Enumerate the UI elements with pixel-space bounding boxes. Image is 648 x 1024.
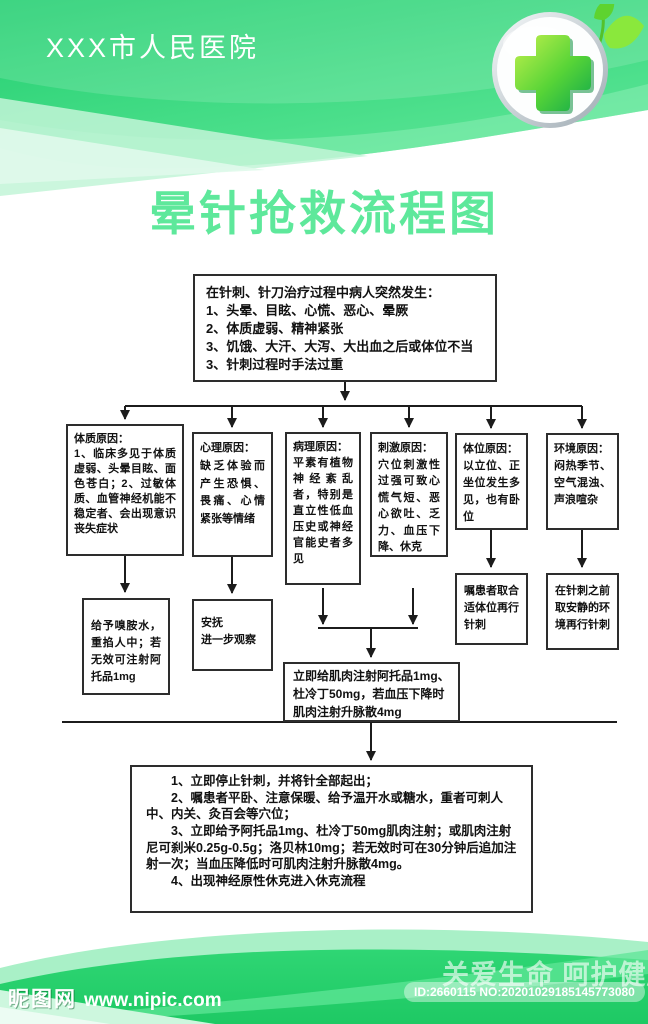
trigger-symptoms-box: 在针刺、针刀治疗过程中病人突然发生： 1、头晕、目眩、心慌、恶心、晕厥 2、体质… xyxy=(193,274,497,382)
cause-body: 以立位、正坐位发生多见，也有卧位 xyxy=(463,460,520,524)
final-step: 1、立即停止针刺，并将针全部起出； xyxy=(171,774,378,788)
footer-slogan: 关爱生命 呵护健康 xyxy=(442,960,648,990)
trigger-intro: 在针刺、针刀治疗过程中病人突然发生： xyxy=(206,285,441,300)
cause-box-pathological: 病理原因： 平素有植物神经紊乱者，特别是直立性低血压史或神经官能史者多见 xyxy=(285,432,361,585)
cause-title: 刺激原因： xyxy=(378,442,433,454)
response-box-psychological: 安抚 进一步观察 xyxy=(192,599,273,671)
cause-box-constitution: 体质原因： 1、临床多见于体质虚弱、头晕目眩、面色苍白；2、过敏体质、血管神经机… xyxy=(66,424,184,556)
trigger-item: 3、饥饿、大汗、大泻、大出血之后或体位不当 xyxy=(206,338,474,354)
nipic-url: www.nipic.com xyxy=(84,990,222,1011)
final-steps-box: 1、立即停止针刺，并将针全部起出； 2、嘱患者平卧、注意保暖、给予温开水或糖水，… xyxy=(130,765,533,913)
cause-title: 体质原因： xyxy=(74,433,129,445)
medical-cross-icon xyxy=(492,4,644,128)
nipic-logo: 昵图网 xyxy=(8,988,77,1011)
injection-box: 立即给肌肉注射阿托品1mg、杜冷丁50mg，若血压下降时肌肉注射升脉散4mg xyxy=(283,662,460,722)
response-box-posture: 嘱患者取合适体位再行针刺 xyxy=(455,573,528,645)
cause-title: 心理原因： xyxy=(200,442,255,454)
cause-box-stimulus: 刺激原因： 穴位刺激性过强可致心慌气短、恶心欲吐、乏力、血压下降、休克 xyxy=(370,432,448,557)
response-line: 进一步观察 xyxy=(201,634,256,647)
footer-wave-background xyxy=(0,929,648,1024)
cause-body: 穴位刺激性过强可致心慌气短、恶心欲吐、乏力、血压下降、休克 xyxy=(378,458,440,554)
page-title: 晕针抢救流程图 xyxy=(149,187,499,240)
cause-title: 体位原因： xyxy=(463,443,518,455)
cause-body: 缺乏体验而产生恐惧、畏痛、心情紧张等情绪 xyxy=(200,459,265,526)
watermark: 昵图网 www.nipic.com xyxy=(8,983,222,1013)
trigger-item: 2、体质虚弱、精神紧张 xyxy=(206,320,344,336)
leaf-icon xyxy=(594,4,644,49)
response-box-constitution: 给予嗅胺水，重掐人中；若无效可注射阿托品1mg xyxy=(82,598,170,695)
cause-title: 病理原因： xyxy=(293,441,348,453)
final-step: 4、出现神经原性休克进入休克流程 xyxy=(171,873,366,888)
hospital-name: XXX市人民医院 xyxy=(46,33,260,63)
trigger-item: 3、针刺过程时手法过重 xyxy=(206,356,344,372)
watermark-id-badge: ID:2660115 NO:20201029185145773080 xyxy=(404,982,645,1002)
final-step: 3、立即给予阿托品1mg、杜冷丁50mg肌肉注射；或肌肉注射尼可刹米0.25g-… xyxy=(146,823,517,872)
cause-body: 1、临床多见于体质虚弱、头晕目眩、面色苍白；2、过敏体质、血管神经机能不稳定者、… xyxy=(74,447,176,535)
response-line: 安抚 xyxy=(201,617,223,629)
cause-title: 环境原因： xyxy=(554,443,609,455)
final-step: 2、嘱患者平卧、注意保暖、给予温开水或糖水，重者可刺人中、内关、灸百会等穴位； xyxy=(146,790,503,822)
response-box-environment: 在针刺之前取安静的环境再行针刺 xyxy=(546,573,619,650)
trigger-item: 1、头晕、目眩、心慌、恶心、晕厥 xyxy=(206,302,409,318)
cause-box-posture: 体位原因： 以立位、正坐位发生多见，也有卧位 xyxy=(455,433,528,530)
cause-body: 平素有植物神经紊乱者，特别是直立性低血压史或神经官能史者多见 xyxy=(293,456,353,565)
cause-box-psychological: 心理原因： 缺乏体验而产生恐惧、畏痛、心情紧张等情绪 xyxy=(192,432,273,557)
header-wave-background xyxy=(0,0,648,196)
cause-body: 闷热季节、空气混浊、声浪喧杂 xyxy=(554,460,611,507)
cause-box-environment: 环境原因： 闷热季节、空气混浊、声浪喧杂 xyxy=(546,433,619,530)
